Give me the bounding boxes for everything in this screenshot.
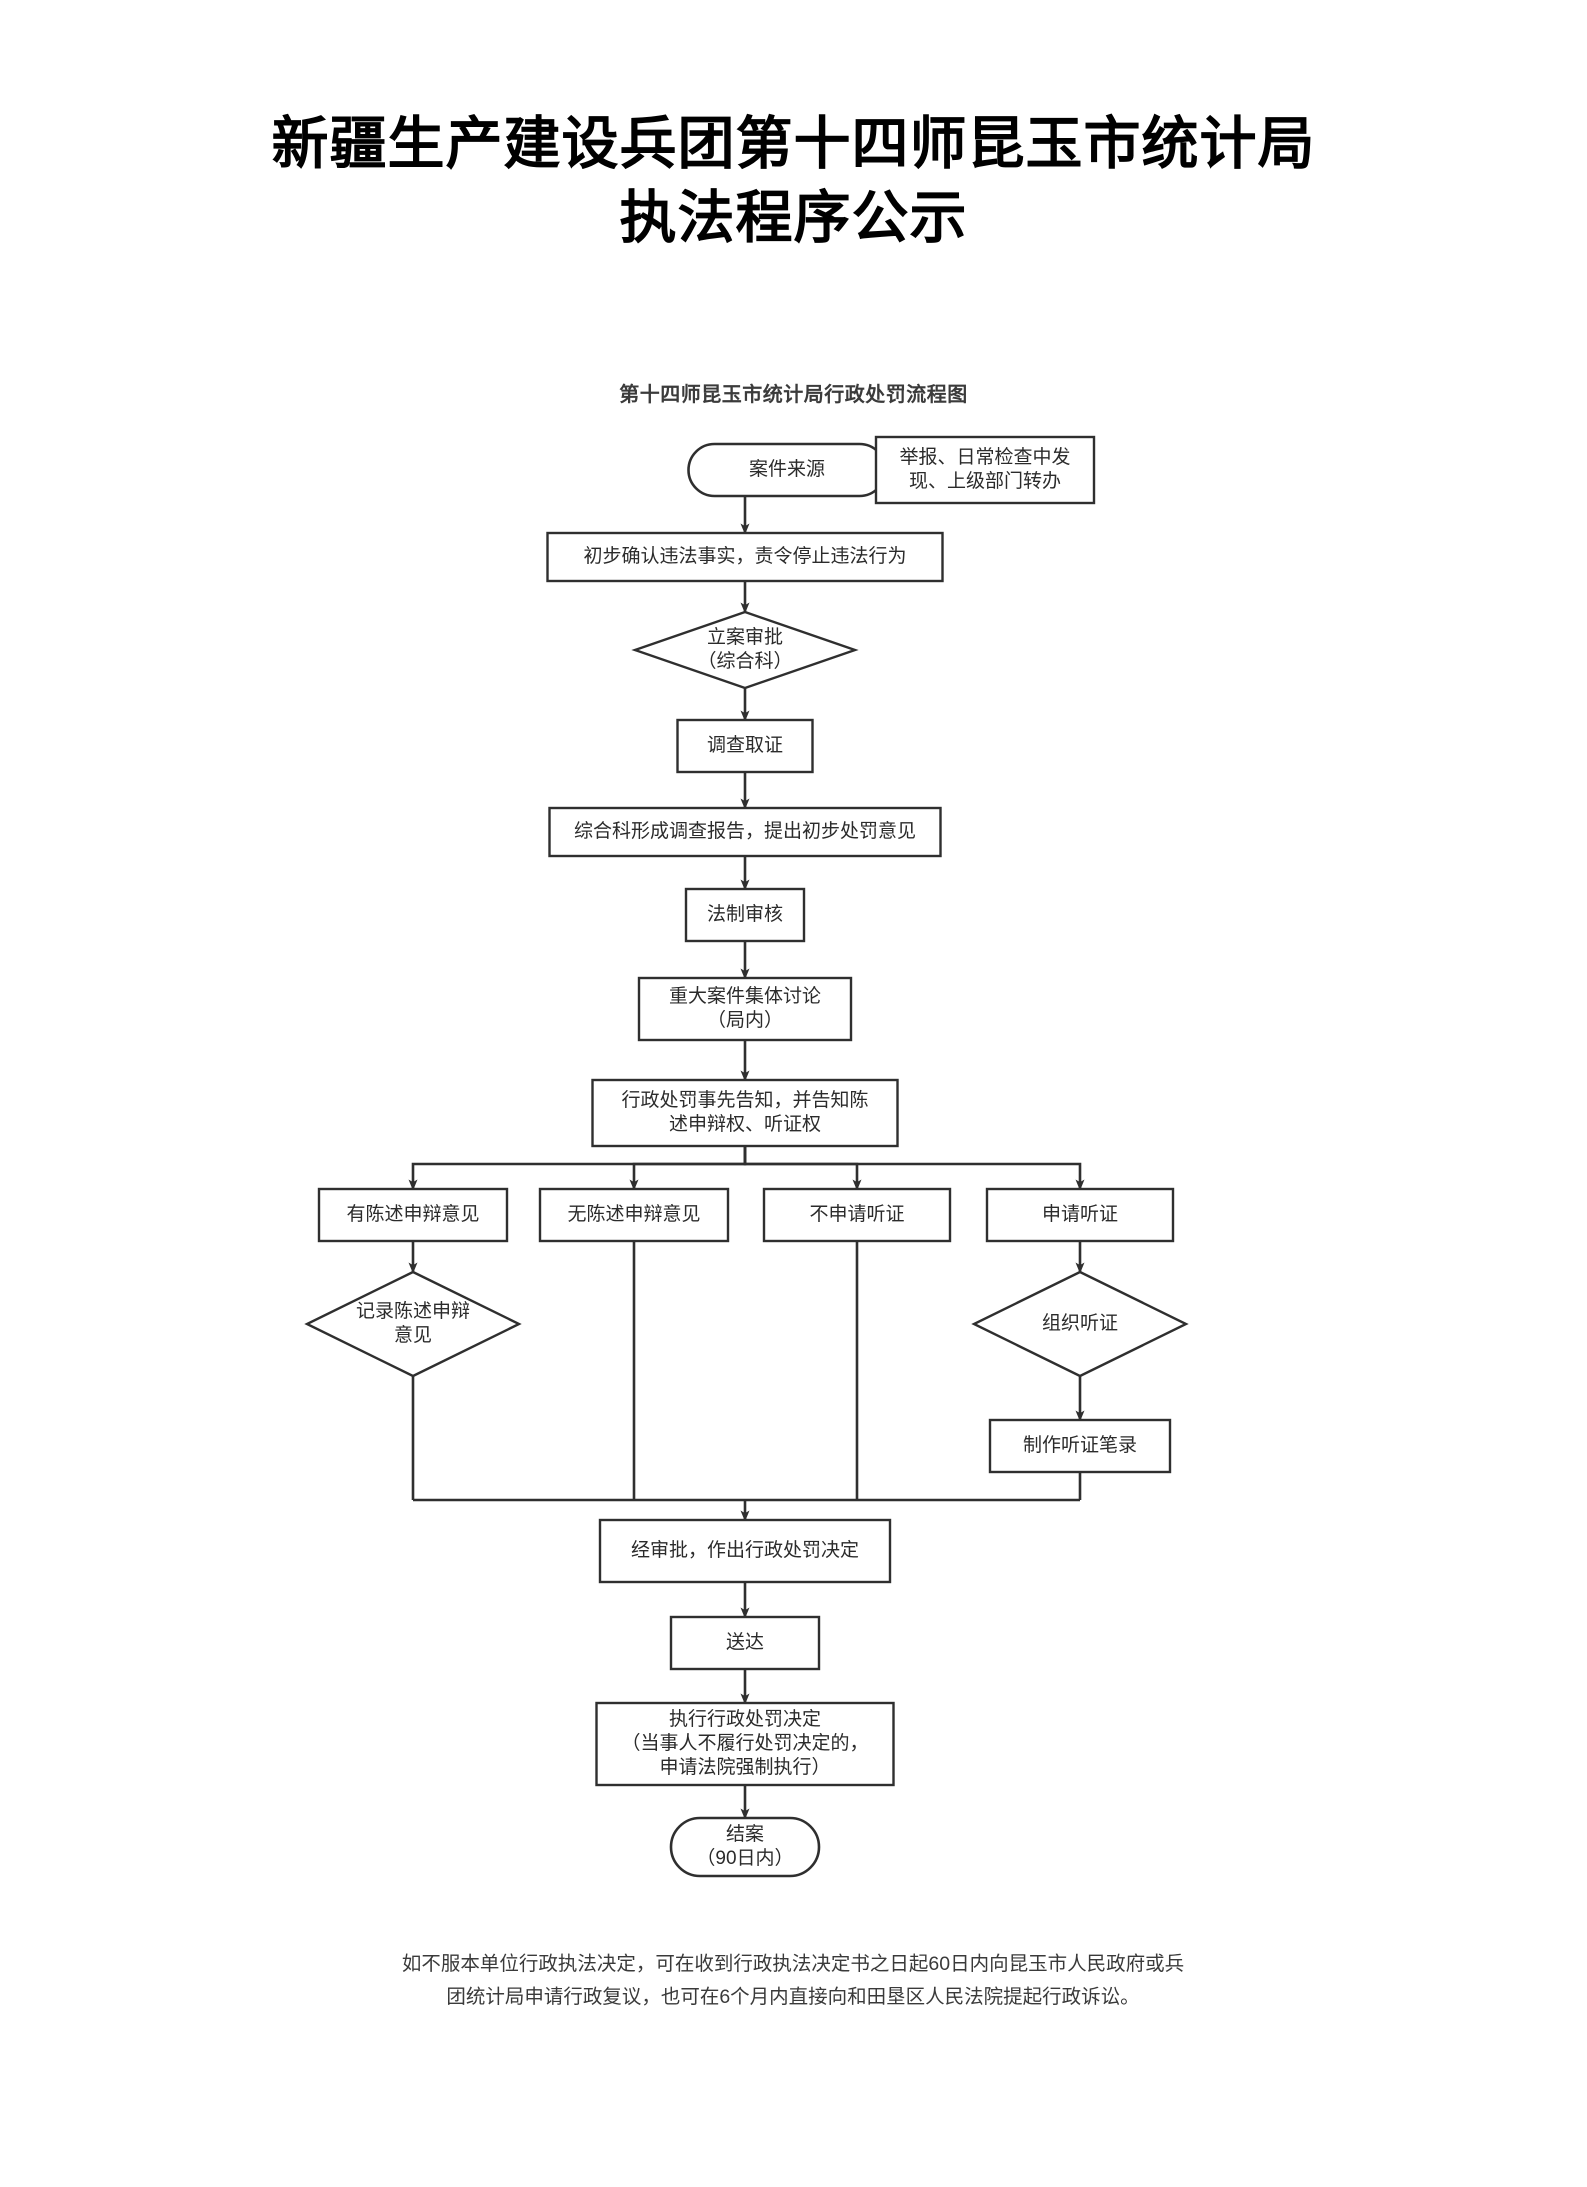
- node-shape-diamond: [631, 610, 859, 690]
- page-title-line-1: 新疆生产建设兵团第十四师昆玉市统计局: [271, 113, 1316, 176]
- node-label: 初步确认违法事实，责令停止违法行为: [583, 545, 906, 567]
- flow-node-n4: 立案审批（综合科）: [631, 610, 859, 690]
- node-shape-terminator: [669, 1816, 821, 1878]
- node-label: 结案: [726, 1823, 764, 1845]
- flow-node-n5: 调查取证: [676, 718, 814, 774]
- flow-node-n1: 案件来源: [687, 442, 887, 498]
- node-label: （局内）: [707, 1009, 783, 1031]
- node-label: 重大案件集体讨论: [669, 985, 821, 1007]
- node-shape-rect: [684, 887, 806, 943]
- flowchart-title: 第十四师昆玉市统计局行政处罚流程图: [619, 384, 968, 406]
- page-title-line-2: 执法程序公示: [619, 187, 968, 250]
- node-shape-rect: [637, 976, 853, 1042]
- flow-node-n13: 申请听证: [985, 1187, 1175, 1243]
- node-label: （当事人不履行处罚决定的，: [621, 1732, 868, 1754]
- node-shape-rect: [669, 1615, 821, 1671]
- node-label: 无陈述申辩意见: [567, 1203, 700, 1225]
- node-label: 现、上级部门转办: [909, 470, 1061, 492]
- node-shape-rect: [676, 718, 814, 774]
- node-shape-rect: [988, 1418, 1172, 1474]
- flowchart-nodes: 案件来源举报、日常检查中发现、上级部门转办初步确认违法事实，责令停止违法行为立案…: [304, 435, 1189, 1878]
- node-label: 记录陈述申辩: [356, 1300, 470, 1322]
- flow-edge-n9-to-n10: [408, 1146, 747, 1191]
- node-label: （综合科）: [697, 650, 792, 672]
- node-label: 执行行政处罚决定: [669, 1708, 821, 1730]
- node-shape-rect: [538, 1187, 730, 1243]
- node-label: 举报、日常检查中发: [899, 446, 1070, 468]
- node-label: 不申请听证: [809, 1203, 904, 1225]
- node-shape-rect: [874, 435, 1096, 505]
- node-label: 组织听证: [1042, 1312, 1118, 1334]
- flow-node-n16: 制作听证笔录: [988, 1418, 1172, 1474]
- node-shape-rect: [548, 806, 942, 858]
- page-title: 新疆生产建设兵团第十四师昆玉市统计局 执法程序公示: [0, 108, 1587, 256]
- node-shape-rect: [985, 1187, 1175, 1243]
- flow-edge-n9-to-n13: [743, 1146, 1085, 1191]
- node-label: 案件来源: [749, 458, 825, 480]
- administrative-penalty-flowchart: 案件来源举报、日常检查中发现、上级部门转办初步确认违法事实，责令停止违法行为立案…: [304, 435, 1189, 1878]
- appeal-note-line-1: 如不服本单位行政执法决定，可在收到行政执法决定书之日起60日内向昆玉市人民政府或…: [401, 1953, 1185, 1975]
- node-label: 经审批，作出行政处罚决定: [631, 1539, 859, 1561]
- flow-node-n7: 法制审核: [684, 887, 806, 943]
- node-shape-rect: [591, 1078, 899, 1148]
- appeal-note: 如不服本单位行政执法决定，可在收到行政执法决定书之日起60日内向昆玉市人民政府或…: [293, 1948, 1293, 2014]
- flow-edge-n9-to-n12: [743, 1146, 862, 1191]
- flowchart-edges: [408, 465, 1085, 1820]
- flow-node-n17: 经审批，作出行政处罚决定: [598, 1518, 892, 1584]
- node-shape-diamond: [304, 1270, 522, 1378]
- flow-node-n18: 送达: [669, 1615, 821, 1671]
- node-shape-rect: [317, 1187, 509, 1243]
- node-label: 行政处罚事先告知，并告知陈: [621, 1089, 868, 1111]
- node-label: 述申辩权、听证权: [669, 1113, 821, 1135]
- flow-node-n15: 组织听证: [971, 1270, 1189, 1378]
- flow-node-n19: 执行行政处罚决定（当事人不履行处罚决定的，申请法院强制执行）: [595, 1701, 895, 1787]
- flow-node-n6: 综合科形成调查报告，提出初步处罚意见: [548, 806, 942, 858]
- node-label: 立案审批: [707, 626, 783, 648]
- flow-node-n20: 结案（90日内）: [669, 1816, 821, 1878]
- flow-node-n3: 初步确认违法事实，责令停止违法行为: [546, 531, 944, 583]
- node-label: 有陈述申辩意见: [346, 1203, 479, 1225]
- node-shape-rect: [762, 1187, 952, 1243]
- node-label: 调查取证: [707, 734, 783, 756]
- node-label: 申请法院强制执行）: [659, 1756, 830, 1778]
- flow-node-n10: 有陈述申辩意见: [317, 1187, 509, 1243]
- node-shape-rect: [546, 531, 944, 583]
- node-label: 制作听证笔录: [1023, 1434, 1137, 1456]
- node-label: 法制审核: [707, 903, 783, 925]
- flow-edge-n9-to-n11: [629, 1146, 747, 1191]
- node-label: （90日内）: [696, 1847, 793, 1869]
- appeal-note-line-2: 团统计局申请行政复议，也可在6个月内直接向和田垦区人民法院提起行政诉讼。: [446, 1986, 1140, 2008]
- flow-node-n11: 无陈述申辩意见: [538, 1187, 730, 1243]
- node-label: 送达: [726, 1631, 764, 1653]
- node-shape-diamond: [971, 1270, 1189, 1378]
- node-label: 综合科形成调查报告，提出初步处罚意见: [574, 820, 916, 842]
- flow-node-n8: 重大案件集体讨论（局内）: [637, 976, 853, 1042]
- node-label: 申请听证: [1042, 1203, 1118, 1225]
- node-shape-rect: [595, 1701, 895, 1787]
- node-label: 意见: [394, 1324, 432, 1346]
- node-shape-rect: [598, 1518, 892, 1584]
- flow-node-n12: 不申请听证: [762, 1187, 952, 1243]
